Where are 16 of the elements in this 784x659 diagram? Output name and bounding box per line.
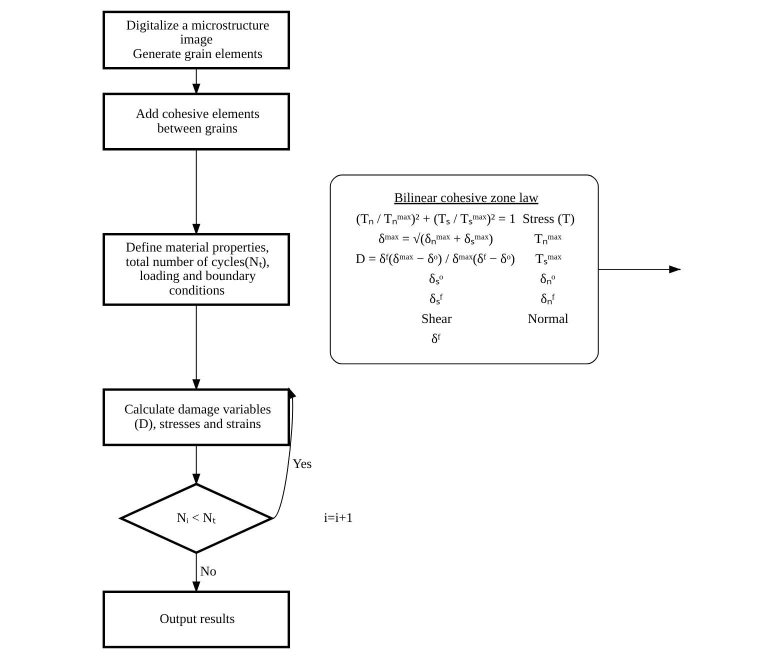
node-box: Add cohesive elements between grains [102,92,290,150]
arrow [192,68,200,96]
label: i=i+1 [324,510,353,525]
arrow [192,148,200,236]
node-box: Calculate damage variables (D), stresses and strains [102,388,290,446]
arrow [192,552,200,593]
node-box: Define material properties, total number of cycles(Nₜ), loading and boundary conditions [102,232,290,306]
node-diamond: Nᵢ < Nₜ [118,482,275,554]
node-box: Digitalize a microstructure image Generate grain elements [102,10,290,70]
edge-label: No [200,564,216,579]
arrow [192,304,200,391]
node-box: Output results [102,590,290,648]
arrow [272,387,296,519]
edge-label: Yes [292,456,312,471]
arrow [192,444,200,486]
node-box: Bilinear cohesive zone law (Tₙ / Tₙᵐᵃˣ)² + (Tₛ / Tₛᵐᵃˣ)² = 1 Stress (T) δᵐᵃˣ = √(δₙᵐᵃˣ + δₛᵐᵃˣ) Tₙᵐᵃˣ D = δᶠ(δᵐᵃˣ − δᵒ) / δᵐᵃˣ(δᶠ − δᵒ) Tₛᵐᵃˣ δₛᵒ δₙᵒ δₛᶠ δₙᶠ Shear Normal δᶠ [330,174,599,364]
